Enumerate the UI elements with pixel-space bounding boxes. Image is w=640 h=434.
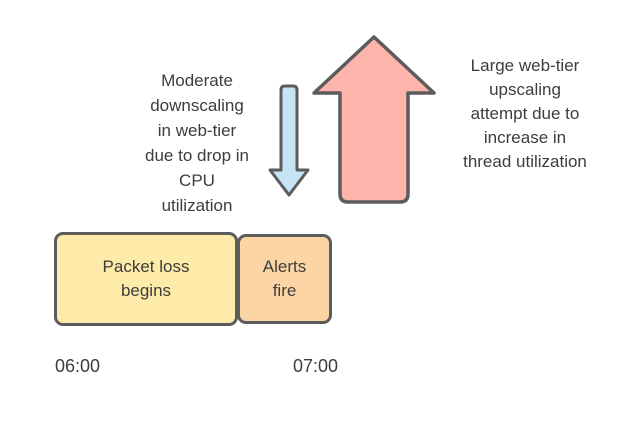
annotation-line: attempt due to <box>470 104 580 123</box>
upscale-arrow-icon <box>312 35 436 204</box>
event-label-line: begins <box>120 281 172 300</box>
annotation-line: Moderate <box>161 71 233 90</box>
event-label: Alerts fire <box>263 255 306 303</box>
event-label-line: Packet loss <box>102 257 190 276</box>
time-label-end: 07:00 <box>293 356 339 376</box>
event-label-line: fire <box>272 281 297 300</box>
downscale-arrow-icon <box>268 84 310 197</box>
event-box-packet-loss: Packet loss begins <box>54 232 238 326</box>
annotation-line: due to drop in <box>145 146 249 165</box>
annotation-line: utilization <box>161 196 233 215</box>
downscaling-annotation: Moderate downscaling in web-tier due to … <box>107 68 287 218</box>
annotation-line: CPU <box>179 171 215 190</box>
annotation-line: downscaling <box>150 96 244 115</box>
annotation-line: increase in <box>483 128 567 147</box>
event-label: Packet loss begins <box>103 255 190 303</box>
down-arrow-shape <box>268 84 310 197</box>
annotation-line: thread utilization <box>463 152 587 171</box>
event-box-alerts-fire: Alerts fire <box>237 234 332 324</box>
upscaling-annotation: Large web-tier upscaling attempt due to … <box>435 54 615 174</box>
time-label-start: 06:00 <box>55 356 101 376</box>
annotation-line: in web-tier <box>157 121 237 140</box>
event-label-line: Alerts <box>262 257 307 276</box>
annotation-line: upscaling <box>489 80 561 99</box>
annotation-line: Large web-tier <box>470 56 580 75</box>
up-arrow-shape <box>312 35 436 204</box>
